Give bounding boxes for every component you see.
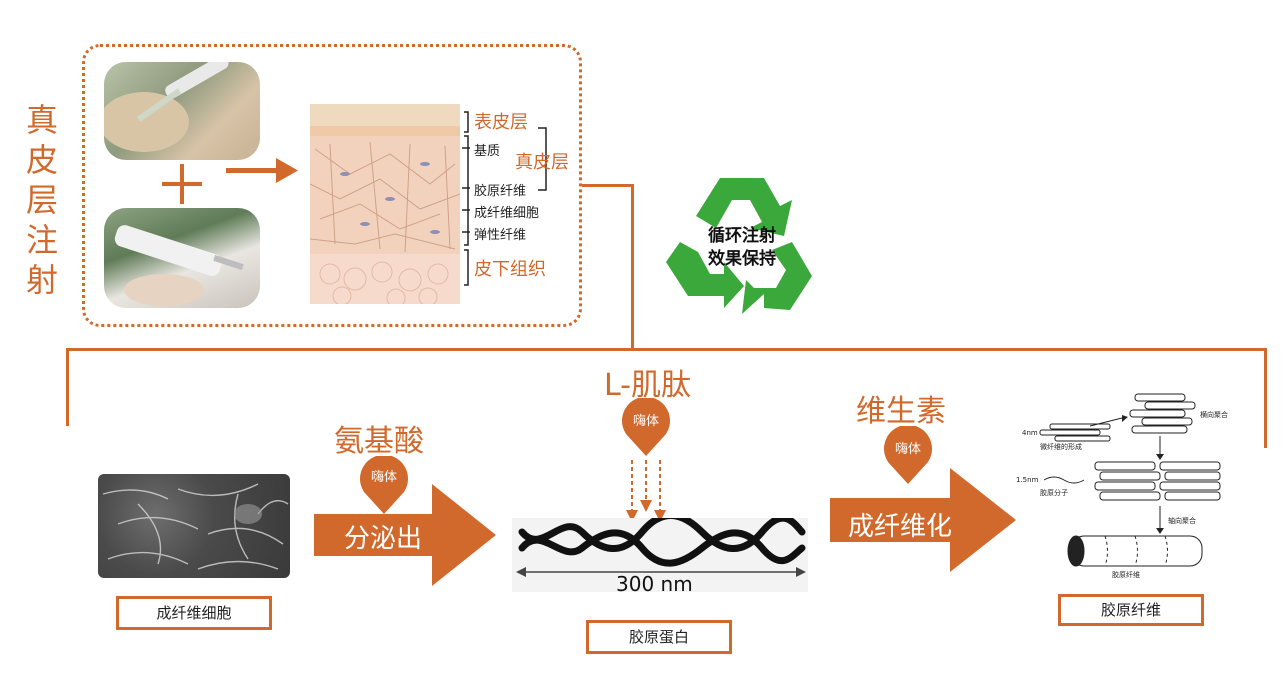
- timeline-line: [66, 348, 1266, 351]
- pin-label: 嗨体: [370, 470, 397, 485]
- connector-line: [582, 184, 634, 187]
- injection-photo: [104, 62, 260, 160]
- label-matrix: 基质: [474, 144, 501, 159]
- title-char: 皮: [25, 141, 58, 179]
- recycle-icon: [666, 178, 812, 314]
- label-subcutaneous: 皮下组织: [474, 259, 546, 280]
- box-collagen-fiber: 胶原纤维: [1058, 594, 1204, 626]
- label-dermis: 真皮层: [515, 152, 569, 173]
- connector-line: [631, 184, 634, 350]
- scale-label: 300 nm: [616, 572, 693, 596]
- box-fibroblast: 成纤维细胞: [116, 596, 272, 630]
- plus-icon: [180, 164, 184, 204]
- injector-gun-photo: [104, 208, 260, 308]
- recycle-line2: 效果保持: [708, 249, 776, 269]
- label-15nm: 1.5nm: [1016, 476, 1039, 484]
- label-fibroblast: 成纤维细胞: [474, 206, 540, 221]
- label-collagen-fiber: 胶原纤维: [474, 184, 527, 199]
- label-secrete: 分泌出: [344, 524, 423, 554]
- label-axial: 轴向聚合: [1168, 517, 1196, 525]
- title-char: 注: [25, 221, 58, 259]
- title-char: 射: [25, 261, 58, 299]
- label-molecule: 胶原分子: [1040, 489, 1068, 497]
- label-lateral: 横向聚合: [1200, 411, 1228, 419]
- fibril-assembly-diagram: [1039, 393, 1221, 567]
- fibroblast-micrograph: [98, 474, 290, 578]
- vertical-title: 真 皮 层 注 射: [22, 100, 62, 300]
- label-vitamin: 维生素: [856, 394, 946, 429]
- title-char: 真: [25, 101, 58, 139]
- label-amino-acid: 氨基酸: [334, 424, 424, 459]
- pin-label: 嗨体: [894, 442, 921, 457]
- skin-cross-section: [310, 104, 460, 304]
- location-pin-icon: [360, 456, 408, 514]
- label-epidermis: 表皮层: [474, 112, 528, 133]
- label-4nm: 4nm: [1022, 429, 1038, 437]
- collagen-helix-diagram: [512, 518, 808, 592]
- label-fiber-small: 胶原纤维: [1112, 571, 1140, 579]
- dashed-arrows: [626, 460, 666, 522]
- timeline-drop-left: [66, 348, 69, 426]
- label-fibrillate: 成纤维化: [848, 512, 953, 542]
- arrow-right-icon: [314, 484, 496, 586]
- skin-label-brackets: [462, 111, 547, 286]
- label-microfibril: 微纤维的形成: [1040, 443, 1082, 451]
- location-pin-icon: [884, 426, 932, 484]
- pin-label: 嗨体: [632, 414, 659, 429]
- title-char: 层: [25, 181, 58, 219]
- box-collagen: 胶原蛋白: [586, 620, 732, 654]
- location-pin-icon: [622, 398, 670, 456]
- recycle-caption: 循环注射 效果保持: [686, 225, 798, 271]
- label-elastic-fiber: 弹性纤维: [474, 228, 527, 243]
- timeline-drop-right: [1264, 348, 1267, 448]
- injection-panel: [82, 44, 582, 327]
- arrow-right-icon: [226, 158, 298, 183]
- arrow-right-icon: [830, 468, 1016, 572]
- recycle-line1: 循环注射: [708, 226, 776, 246]
